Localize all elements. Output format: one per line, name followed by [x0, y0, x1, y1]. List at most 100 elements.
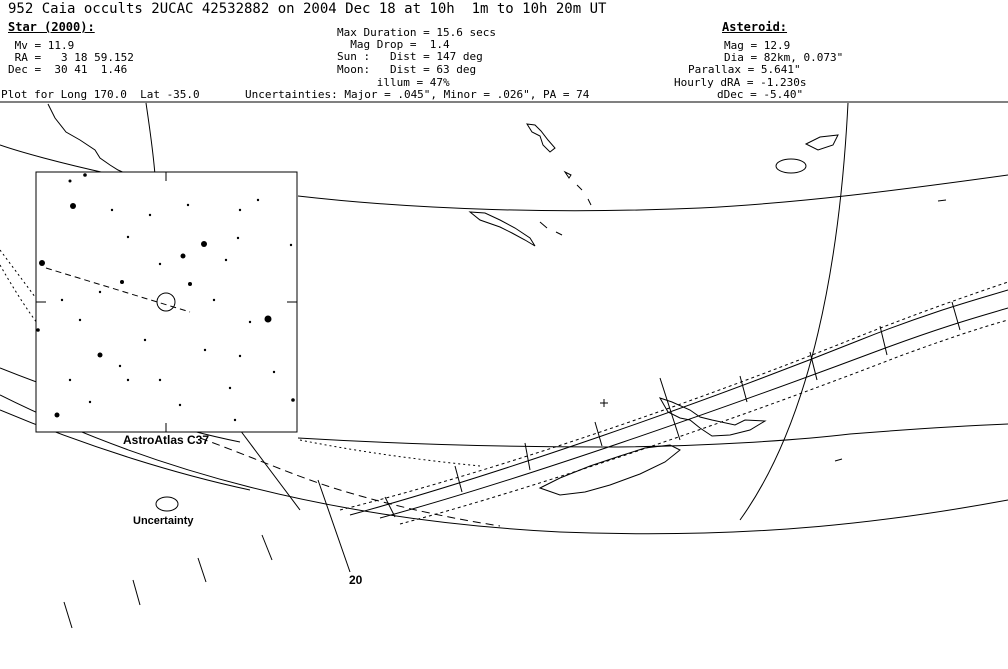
star [60, 298, 64, 302]
time-tick [454, 465, 463, 493]
limit-curve [0, 249, 81, 361]
path-north-limit [349, 289, 1008, 516]
island [555, 231, 563, 236]
path-extension [299, 439, 481, 467]
page-title: 952 Caia occults 2UCAC 42532882 on 2004 … [8, 1, 607, 17]
star [228, 386, 232, 390]
star [158, 378, 162, 382]
latitude-line [297, 423, 1008, 448]
plot-location: Plot for Long 170.0 Lat -35.0 [1, 88, 200, 101]
island [539, 221, 548, 229]
moon-distance: Moon: Dist = 63 deg [337, 63, 477, 76]
star [201, 241, 207, 247]
max-duration: Max Duration = 15.6 secs [337, 26, 496, 39]
star [188, 282, 192, 286]
star [248, 320, 252, 324]
star [236, 236, 240, 240]
latitude-line [0, 144, 111, 175]
path-central-line [379, 307, 1008, 519]
coastline [47, 103, 128, 175]
star-chart-label: AstroAtlas C37 [123, 433, 210, 447]
shadow-tick [197, 557, 207, 583]
star [70, 203, 76, 209]
star [148, 213, 152, 217]
star [36, 328, 40, 332]
island [468, 211, 536, 247]
path-edge [239, 429, 301, 511]
star [126, 235, 130, 239]
star [120, 280, 124, 284]
time-tick [524, 442, 531, 471]
star [98, 290, 102, 294]
globe-limb [0, 394, 1008, 535]
uncertainty-label: Uncertainty [133, 515, 194, 527]
star-chart-frame [35, 171, 298, 433]
path-south-limit [399, 319, 1008, 525]
shadow-tick [63, 601, 73, 629]
island [576, 184, 583, 191]
time-tick [879, 325, 888, 356]
asteroid-heading: Asteroid: [722, 20, 788, 34]
star [256, 198, 260, 202]
time-tick [594, 421, 603, 447]
star-dec: Dec = 30 41 1.46 [8, 63, 128, 76]
limit-curve [0, 409, 251, 491]
shadow-tick [132, 579, 141, 606]
star [238, 354, 242, 358]
south-island [538, 444, 681, 496]
star [238, 208, 242, 212]
path-extension [199, 437, 501, 527]
star [264, 315, 272, 323]
asteroid-mag: Mag = 12.9 [724, 39, 791, 52]
star [143, 338, 147, 342]
island [937, 199, 947, 202]
north-island [658, 397, 767, 437]
asteroid-dia: Dia = 82km, 0.073" [724, 51, 844, 64]
latitude-line [297, 174, 1008, 212]
time-tick [659, 377, 681, 441]
island [834, 458, 843, 462]
star [203, 348, 207, 352]
asteroid-track [45, 267, 191, 313]
time-tick [739, 375, 748, 403]
path-outer-limit [339, 281, 1008, 511]
star [291, 398, 295, 402]
star [233, 418, 237, 422]
star [39, 260, 45, 266]
star [126, 378, 130, 382]
uncertainties: Uncertainties: Major = .045", Minor = .0… [245, 88, 590, 101]
asteroid-ddec: dDec = -5.40" [717, 88, 804, 101]
star [212, 298, 216, 302]
star-ra: RA = 3 18 59.152 [8, 51, 134, 64]
island [563, 170, 572, 179]
star-mv: Mv = 11.9 [8, 39, 75, 52]
island [804, 134, 839, 151]
star [289, 243, 293, 247]
star [110, 208, 114, 212]
asteroid-parallax: Parallax = 5.641" [688, 63, 801, 76]
time-pointer [317, 479, 351, 573]
mag-drop: Mag Drop = 1.4 [337, 38, 450, 51]
asteroid-hourly-dra: Hourly dRA = -1.230s [674, 76, 807, 89]
meridian-line [739, 102, 849, 521]
uncertainty-ellipse [155, 496, 179, 512]
star [97, 352, 103, 358]
island [526, 123, 556, 153]
star [78, 318, 82, 322]
star-heading: Star (2000): [8, 20, 95, 34]
star [118, 364, 122, 368]
star-chart [35, 171, 298, 433]
star [186, 203, 190, 207]
star [158, 262, 162, 266]
shadow-tick [261, 534, 273, 561]
island [587, 198, 592, 206]
moon-illum: illum = 47% [337, 76, 450, 89]
star [68, 179, 72, 183]
time-label: 20 [349, 573, 363, 587]
island [775, 158, 807, 174]
star [88, 400, 92, 404]
meridian-line [145, 102, 156, 176]
star [54, 412, 60, 418]
